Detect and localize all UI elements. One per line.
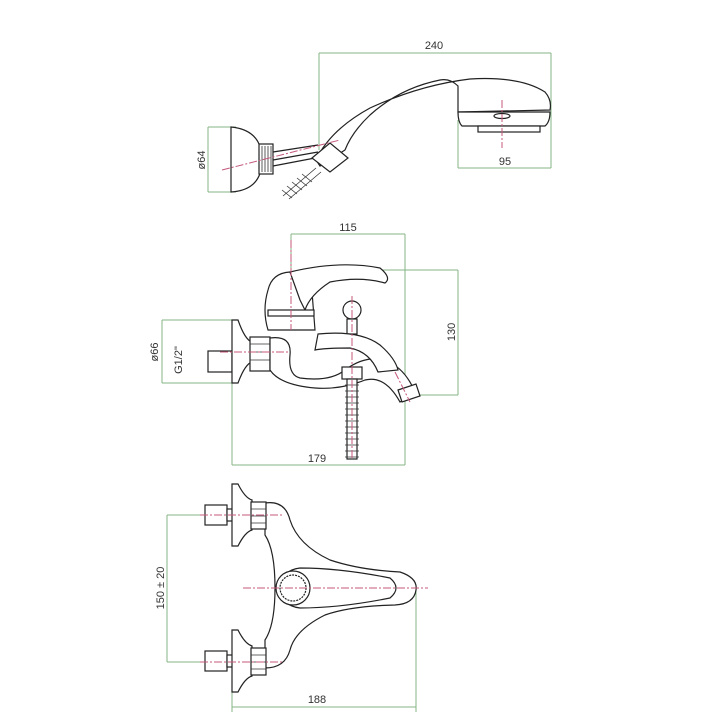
lower-wall-flange: [231, 629, 253, 693]
inlet-connector: [207, 350, 233, 373]
shower-head-width-label: 95: [499, 156, 511, 168]
top-dimension-lines: [166, 514, 417, 712]
shower-dimension-lines: [207, 52, 552, 193]
top-depth-label: 188: [308, 694, 326, 706]
wall-holder: [230, 126, 263, 193]
mixer-lever: [289, 264, 389, 312]
thread-label: G1/2": [173, 346, 185, 374]
mixer-top-view: 150 ± 20 188: [155, 483, 428, 712]
mixer-side-view: 115 130 ø66 G1/2" 179: [149, 222, 459, 466]
side-height-label: 130: [446, 323, 458, 341]
side-depth-label: 179: [308, 453, 326, 465]
spacing-label: 150 ± 20: [155, 567, 167, 610]
union-nut: [249, 336, 271, 372]
flange-diameter-label: ø66: [149, 343, 161, 362]
shower-spray-nozzles: [477, 125, 541, 133]
side-width-label: 115: [339, 222, 357, 234]
lower-inlet-connector: [204, 650, 228, 672]
shower-length-label: 240: [425, 40, 443, 52]
hand-shower-view: 240 95 ø64: [196, 40, 552, 200]
shower-handle: [315, 77, 552, 167]
holder-diameter-label: ø64: [196, 151, 208, 170]
shower-connector: [311, 142, 349, 173]
